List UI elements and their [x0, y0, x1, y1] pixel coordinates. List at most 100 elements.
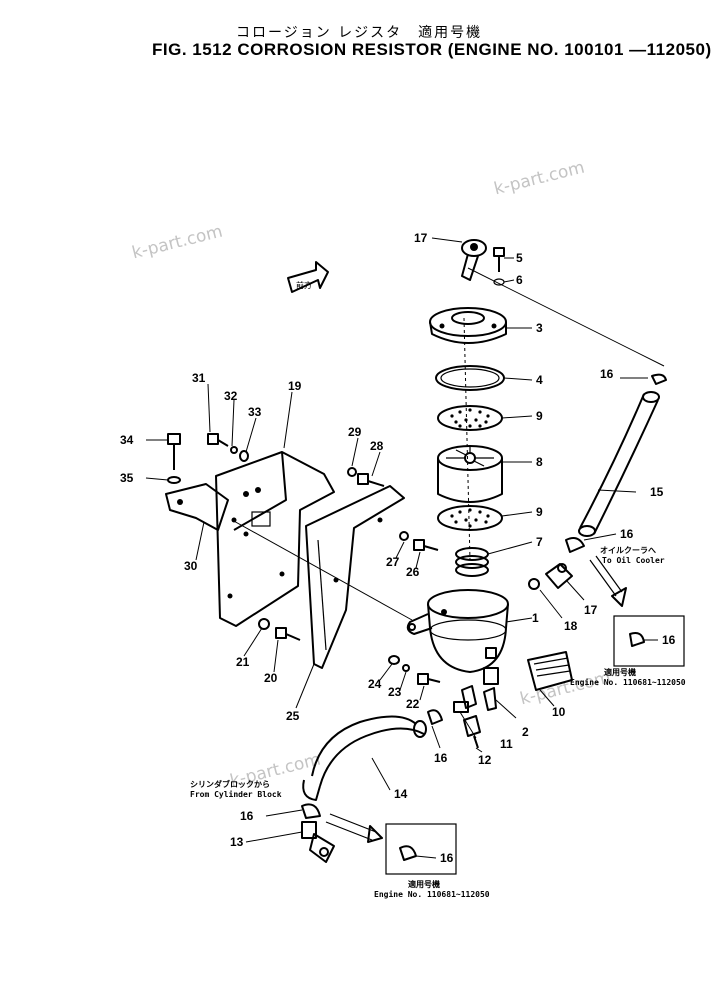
- note-from-block: From Cylinder Block: [190, 790, 282, 799]
- callout-35: 35: [120, 471, 134, 485]
- callout-31: 31: [192, 371, 206, 385]
- assembly-leader: [467, 267, 665, 367]
- note-engine-range: Engine No. 110681~112050: [570, 678, 686, 687]
- note-from-block-jp: シリンダブロックから: [190, 780, 270, 789]
- callout-15: 15: [650, 485, 664, 499]
- callout-12: 12: [478, 753, 492, 767]
- callout-23: 23: [388, 685, 402, 699]
- callout-16: 16: [240, 809, 254, 823]
- fitting-17: [461, 239, 487, 281]
- callout-30: 30: [184, 559, 198, 573]
- clamp-16-inset: [629, 632, 645, 647]
- callout-5: 5: [516, 251, 523, 265]
- callout-22: 22: [406, 697, 420, 711]
- washer-29: [347, 467, 357, 477]
- washer-33: [239, 450, 249, 462]
- callout-27: 27: [386, 555, 400, 569]
- bolt-20: [275, 627, 301, 641]
- bolt-26: [413, 539, 439, 551]
- washer-35: [167, 476, 181, 484]
- callout-3: 3: [536, 321, 543, 335]
- callout-25: 25: [286, 709, 300, 723]
- callout-34: 34: [120, 433, 134, 447]
- bolt-22: [417, 673, 441, 685]
- washer-21: [258, 618, 270, 630]
- gasket-4-inner: [440, 368, 500, 388]
- callout-16: 16: [440, 851, 454, 865]
- cock-11: [453, 701, 469, 713]
- spring-7: [455, 547, 489, 577]
- cock-13: [301, 821, 335, 863]
- bracket-25: [305, 485, 405, 669]
- callout-19: 19: [288, 379, 302, 393]
- callout-20: 20: [264, 671, 278, 685]
- note-applicable-jp: 適用号機: [408, 880, 440, 889]
- washer-23: [402, 664, 410, 672]
- callout-9: 9: [536, 409, 543, 423]
- callout-14: 14: [394, 787, 408, 801]
- callout-28: 28: [370, 439, 384, 453]
- fitting-12: [463, 715, 481, 749]
- bracket-19: [215, 451, 335, 627]
- callout-1: 1: [532, 611, 539, 625]
- callout-9: 9: [536, 505, 543, 519]
- plate-9-lower: [437, 505, 503, 531]
- callout-16: 16: [620, 527, 634, 541]
- callout-32: 32: [224, 389, 238, 403]
- callout-18: 18: [564, 619, 578, 633]
- clamp-16: [427, 709, 443, 725]
- callout-13: 13: [230, 835, 244, 849]
- filter-element-8: [437, 445, 503, 503]
- callout-16: 16: [600, 367, 614, 381]
- arrow-to-oil-cooler: [611, 587, 627, 607]
- callout-11: 11: [500, 737, 513, 751]
- callout-24: 24: [368, 677, 382, 691]
- clamp-16-inset: [399, 845, 417, 861]
- figure-title: FIG. 1512 CORROSION RESISTOR (ENGINE NO.…: [152, 40, 712, 59]
- assembly-leader: [231, 519, 413, 621]
- front-arrow-icon: 前方: [287, 261, 329, 293]
- callout-8: 8: [536, 455, 543, 469]
- nut-18: [528, 578, 540, 590]
- callout-17: 17: [414, 231, 428, 245]
- callout-4: 4: [536, 373, 543, 387]
- callout-33: 33: [248, 405, 262, 419]
- leader-lines: [145, 237, 658, 859]
- front-arrow-label: 前方: [296, 280, 312, 290]
- callout-6: 6: [516, 273, 523, 287]
- clamp-16: [565, 537, 585, 553]
- elbow-17: [545, 563, 573, 589]
- hose-14-end: [302, 779, 321, 801]
- callout-2: 2: [522, 725, 529, 739]
- bolt-28: [357, 473, 385, 487]
- callout-10: 10: [552, 705, 566, 719]
- hose-15: [579, 393, 659, 535]
- hose-from-block: [325, 813, 377, 841]
- callout-17: 17: [584, 603, 598, 617]
- cover-3: [429, 307, 507, 344]
- plate-10: [527, 651, 573, 691]
- callout-26: 26: [406, 565, 420, 579]
- note-engine-range: Engine No. 110681~112050: [374, 890, 490, 899]
- washer-27: [399, 531, 409, 541]
- note-to-oil-cooler-jp: オイルクーラへ: [600, 546, 656, 555]
- plate-9-upper: [437, 405, 503, 431]
- bolt-31: [207, 433, 229, 447]
- clamp-16: [301, 803, 321, 819]
- note-to-oil-cooler: To Oil Cooler: [602, 556, 665, 565]
- callout-7: 7: [536, 535, 543, 549]
- bolt-34: [167, 433, 181, 470]
- hose-14: [311, 715, 425, 787]
- hose-to-oil-cooler: [589, 555, 623, 597]
- callout-21: 21: [236, 655, 250, 669]
- bracket-30: [165, 483, 229, 531]
- housing-1: [406, 589, 509, 685]
- callout-16: 16: [434, 751, 448, 765]
- arrow-from-block: [367, 825, 383, 843]
- washer-32: [230, 446, 238, 454]
- washer-24: [388, 655, 400, 665]
- hose-15-end: [578, 525, 596, 537]
- hose-14-end: [413, 720, 427, 738]
- note-applicable-jp: 適用号機: [604, 668, 636, 677]
